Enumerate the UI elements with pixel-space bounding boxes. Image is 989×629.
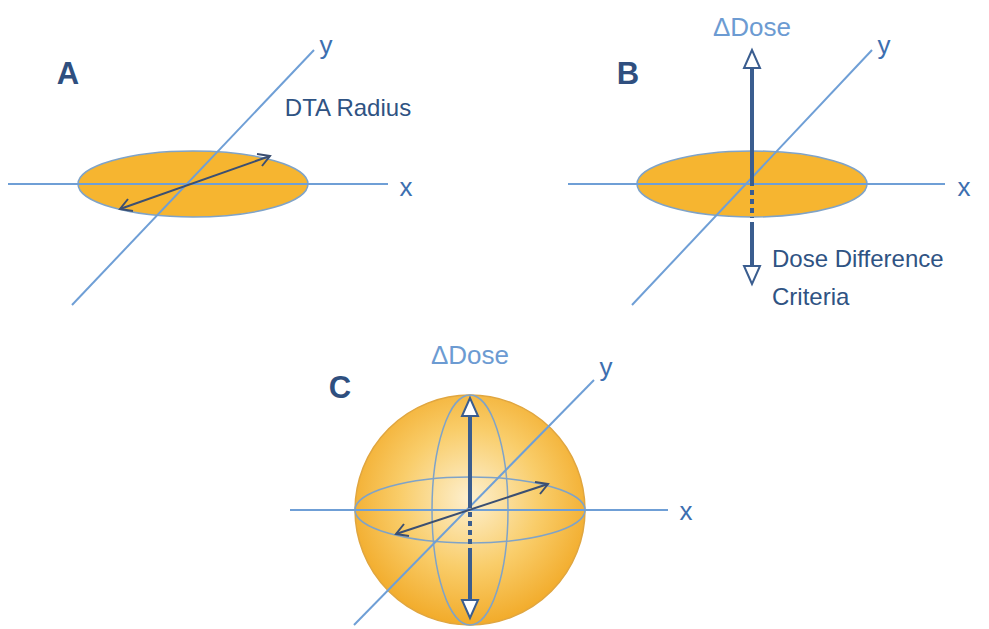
panel-letter: A — [57, 56, 79, 92]
axis-label: x — [400, 173, 413, 203]
dose-criteria-label: Dose Difference Criteria — [772, 240, 977, 317]
y-axis — [72, 50, 314, 305]
panel-letter: B — [617, 56, 639, 92]
dose-axis-label: ΔDose — [431, 341, 509, 371]
dta-label: DTA Radius — [285, 94, 411, 122]
dose-arrow — [744, 50, 760, 284]
panel-letter: C — [329, 370, 351, 406]
dta-arrow — [120, 154, 270, 211]
x-axis — [290, 509, 668, 511]
axis-label: x — [680, 497, 693, 527]
axis-label: y — [878, 31, 891, 61]
panel-c — [290, 380, 668, 625]
axis-label: y — [600, 353, 613, 383]
y-axis — [354, 380, 594, 625]
dose-arrow — [462, 398, 478, 618]
axis-label: x — [958, 173, 971, 203]
axis-label: y — [320, 31, 333, 61]
dose-axis-label: ΔDose — [713, 13, 791, 43]
panel-a — [8, 50, 388, 305]
x-axis — [568, 183, 945, 185]
x-axis — [8, 183, 388, 185]
